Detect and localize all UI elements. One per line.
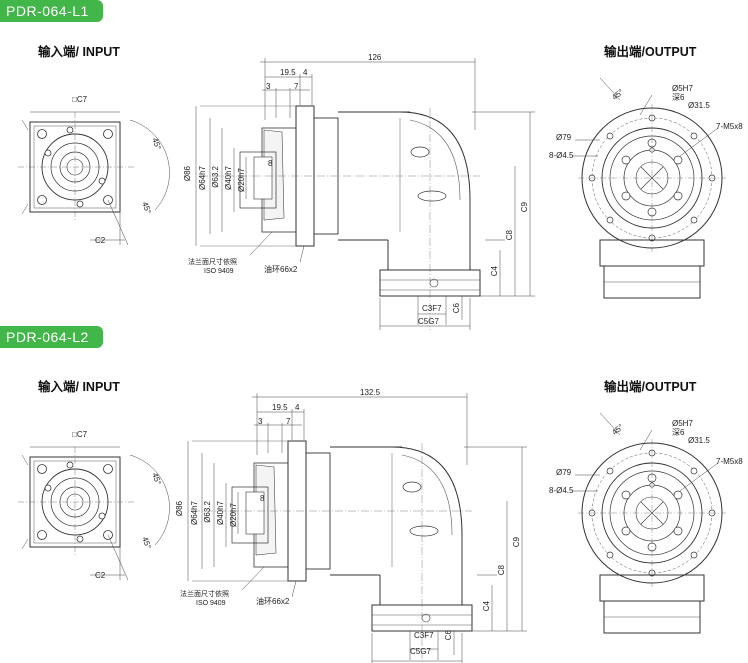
holes-label: 8-Ø4.5 [549, 151, 574, 160]
c9-label: C9 [520, 202, 529, 213]
dia-20-label: Ø20h7 [237, 168, 246, 193]
dia-86-label: Ø86 [175, 501, 184, 517]
dia-86-label: Ø86 [183, 166, 192, 182]
square-dim-label: □C7 [72, 430, 88, 439]
flange-note: 法兰面尺寸依照 [188, 259, 237, 266]
output-view-l1 [571, 77, 727, 299]
dim-4-label: 4 [295, 403, 300, 412]
dia-31-5-label: Ø31.5 [688, 436, 710, 445]
output-view-title: 输出端/OUTPUT [604, 45, 697, 59]
c6-label: C6 [452, 303, 461, 314]
model-badge: PDR-064-L1 [0, 0, 103, 22]
c5-label: C5G7 [418, 317, 439, 326]
dia-63-label: Ø63.2 [211, 166, 220, 188]
input-view-l1 [17, 111, 171, 246]
c3-label: C3F7 [422, 304, 442, 313]
c6-label: C6 [444, 630, 453, 641]
oil-ring-note: 油环66x2 [256, 597, 290, 606]
depth-6-label: 深6 [672, 93, 685, 102]
dia-79-label: Ø79 [556, 133, 572, 142]
model-badge: PDR-064-L2 [0, 326, 103, 348]
holes-label: 8-Ø4.5 [549, 486, 574, 495]
dim-7-label: 7 [294, 82, 299, 91]
dim-3-label: 3 [258, 417, 263, 426]
thread-label: 7-M5x8 [716, 457, 743, 466]
dim-3-label: 3 [266, 82, 271, 91]
input-view-title: 输入端/ INPUT [38, 45, 120, 59]
dim-19-5-label: 19.5 [272, 403, 288, 412]
c9-label: C9 [512, 537, 521, 548]
key-8-label: 8 [260, 494, 265, 503]
c8-label: C8 [505, 230, 514, 241]
output-view-l2 [571, 412, 727, 634]
dia-63-label: Ø63.2 [203, 501, 212, 523]
side-view-l1 [195, 57, 536, 331]
c2-label: C2 [95, 571, 106, 580]
thread-label: 7-M5x8 [716, 122, 743, 131]
dim-19-5-label: 19.5 [280, 68, 296, 77]
dia-79-label: Ø79 [556, 468, 572, 477]
iso-note: ISO 9409 [204, 268, 234, 275]
dim-7-label: 7 [286, 417, 291, 426]
dia-20-label: Ø20h7 [229, 503, 238, 528]
overall-length-label: 132.5 [360, 388, 381, 397]
side-view-l2 [187, 392, 528, 663]
flange-note: 法兰面尺寸依照 [180, 591, 229, 598]
c3-label: C3F7 [414, 631, 434, 640]
c8-label: C8 [497, 565, 506, 576]
depth-6-label: 深6 [672, 428, 685, 437]
dia-40-label: Ø40h7 [216, 501, 225, 526]
oil-ring-note: 油环66x2 [264, 265, 298, 274]
output-view-title: 输出端/OUTPUT [604, 380, 697, 394]
input-view-title: 输入端/ INPUT [38, 380, 120, 394]
c5-label: C5G7 [410, 647, 431, 656]
input-view-l2 [17, 446, 171, 581]
c4-label: C4 [482, 601, 491, 612]
dia-40-label: Ø40h7 [224, 166, 233, 191]
key-8-label: 8 [268, 159, 273, 168]
c4-label: C4 [490, 266, 499, 277]
iso-note: ISO 9409 [196, 600, 226, 607]
dia-64-label: Ø64h7 [190, 501, 199, 526]
overall-length-label: 126 [368, 53, 382, 62]
dia-5-label: Ø5H7 [672, 84, 693, 93]
dia-5-label: Ø5H7 [672, 419, 693, 428]
dia-31-5-label: Ø31.5 [688, 101, 710, 110]
c2-label: C2 [95, 236, 106, 245]
dia-64-label: Ø64h7 [198, 166, 207, 191]
dim-4-label: 4 [303, 68, 308, 77]
square-dim-label: □C7 [72, 95, 88, 104]
